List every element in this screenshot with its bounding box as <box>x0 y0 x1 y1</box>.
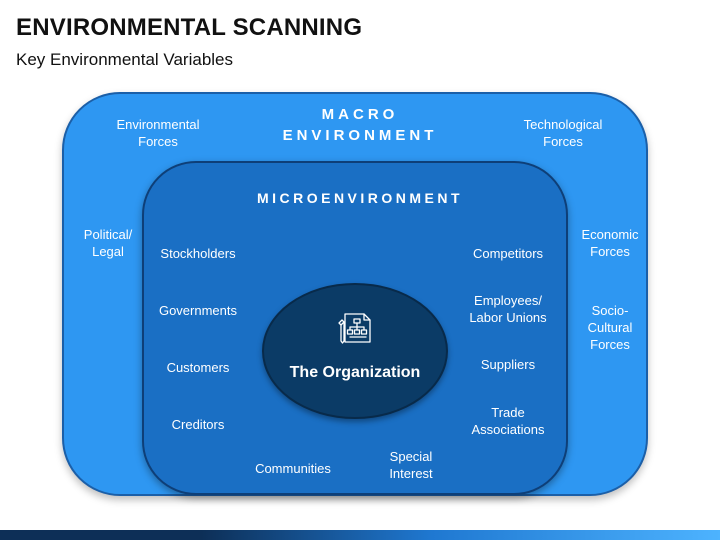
micro-item-trade-associations: Trade Associations <box>471 405 545 437</box>
micro-item-employees-labor-unions: Employees/ Labor Unions <box>469 293 547 325</box>
micro-item-customers: Customers <box>166 360 230 375</box>
micro-item-stockholders: Stockholders <box>160 246 236 261</box>
micro-item-communities: Communities <box>255 461 331 476</box>
microenvironment-heading: MICROENVIRONMENT <box>256 190 464 206</box>
macro-force-technological: Technological Forces <box>523 117 603 149</box>
micro-item-special-interest: Special Interest <box>389 449 433 481</box>
page-subtitle: Key Environmental Variables <box>16 50 234 69</box>
organization-label: The Organization <box>289 364 421 381</box>
micro-item-governments: Governments <box>158 303 238 318</box>
micro-item-creditors: Creditors <box>171 417 225 432</box>
macro-force-economic: Economic Forces <box>581 227 639 259</box>
organization-ellipse <box>262 283 448 419</box>
macro-force-political-legal: Political/ Legal <box>83 227 133 259</box>
macro-force-socio-cultural: Socio- Cultural Forces <box>587 303 633 352</box>
macro-environment-heading: MACRO ENVIRONMENT <box>282 106 438 144</box>
page-title: ENVIRONMENTAL SCANNING <box>16 14 363 41</box>
macro-force-environmental: Environmental Forces <box>116 117 200 149</box>
micro-item-suppliers: Suppliers <box>480 357 536 372</box>
bottom-accent-bar <box>0 530 720 540</box>
org-chart-document-icon <box>338 313 371 344</box>
micro-item-competitors: Competitors <box>472 246 544 261</box>
